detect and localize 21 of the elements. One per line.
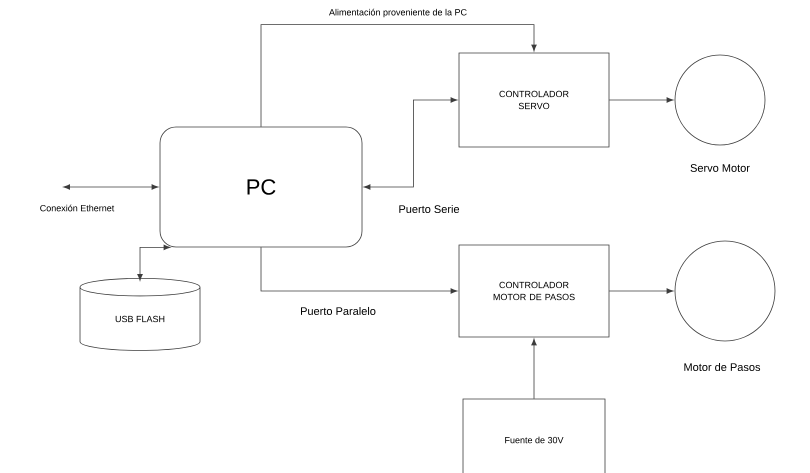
controller-box: CONTROLADOR MOTOR DE PASOS [458, 244, 610, 338]
motor-label: Motor de Pasos [684, 362, 760, 372]
arrow [137, 244, 170, 281]
edge-label: Conexión Ethernet [38, 204, 116, 212]
arrow [609, 288, 674, 294]
power-supply-box: Fuente de 30V [462, 398, 606, 473]
arrow [260, 24, 537, 127]
arrow [609, 97, 674, 103]
motor-circle [674, 240, 776, 342]
motor-circle [674, 54, 766, 146]
controller-box: CONTROLADOR SERVO [458, 52, 610, 148]
motor-label: Servo Motor [690, 164, 750, 172]
edge-label: Puerto Paralelo [299, 306, 377, 316]
pc-box: PC [160, 126, 362, 248]
arrow [63, 184, 158, 190]
arrow [364, 97, 458, 190]
arrow [531, 338, 537, 399]
edge-label: Alimentación proveniente de la PC [328, 8, 468, 18]
edge-label: Puerto Serie [397, 204, 461, 214]
storage-cylinder: USB FLASH [80, 278, 200, 351]
arrow [260, 246, 458, 294]
